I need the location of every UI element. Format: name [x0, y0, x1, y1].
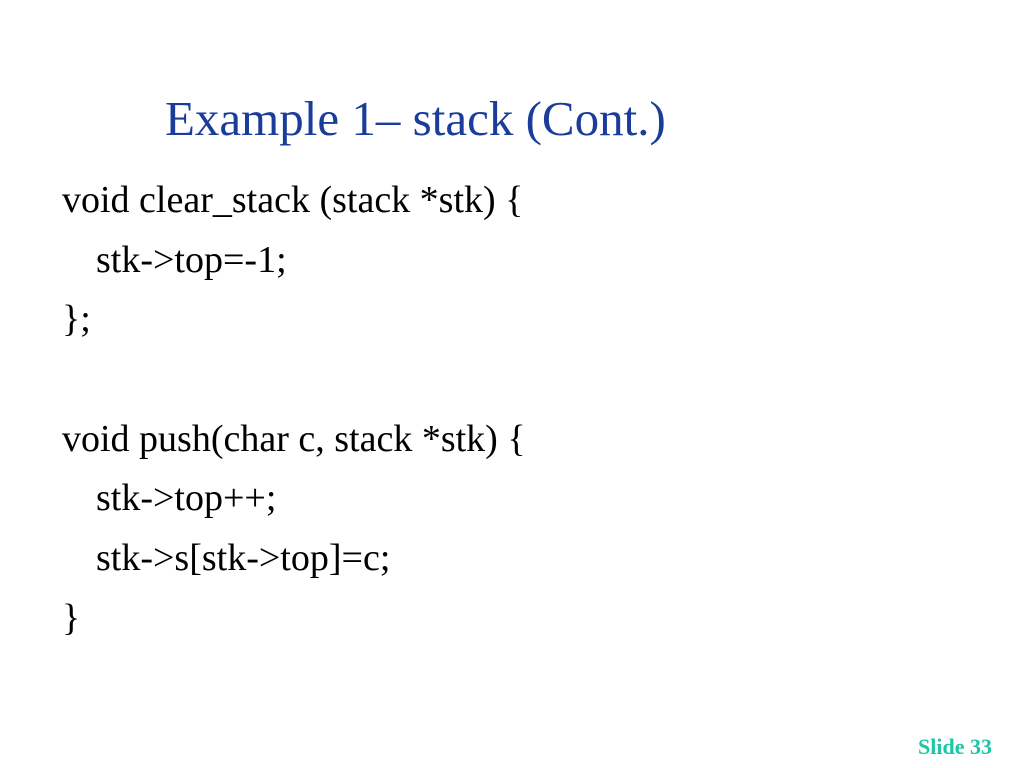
code-line: void clear_stack (stack *stk) { — [62, 179, 524, 221]
code-line: }; — [62, 298, 91, 341]
code-line: stk->top++; — [96, 477, 277, 520]
code-line: void push(char c, stack *stk) { — [62, 417, 526, 460]
code-line: } — [62, 596, 81, 639]
code-line: stk->s[stk->top]=c; — [96, 537, 391, 580]
slide-title: Example 1– stack (Cont.) — [165, 91, 666, 146]
code-line: stk->top=-1; — [96, 238, 287, 281]
slide-number: Slide 33 — [918, 734, 992, 759]
code-block: void clear_stack (stack *stk) { stk->top… — [62, 171, 526, 649]
code-line-blank — [62, 350, 526, 410]
